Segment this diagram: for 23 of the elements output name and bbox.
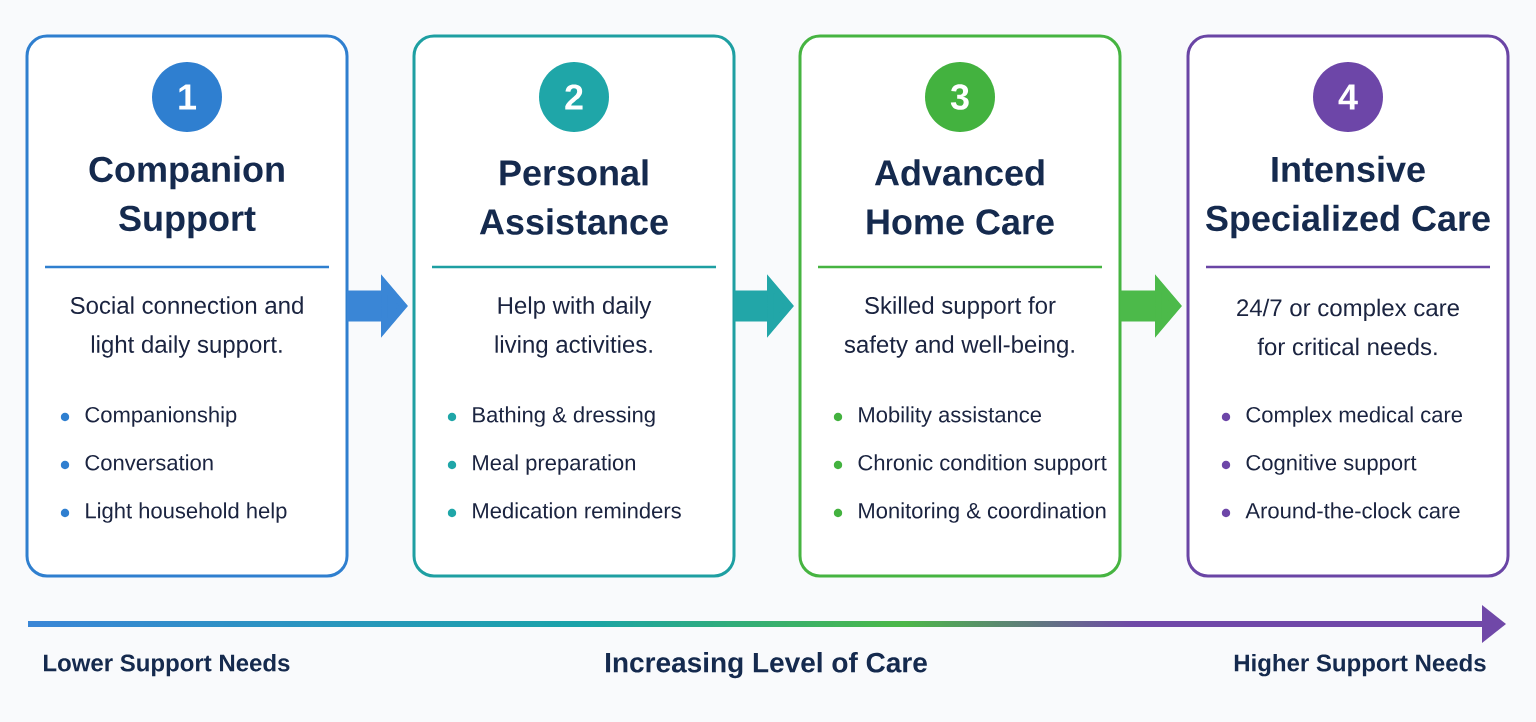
card-description: Skilled support for safety and well-being.	[844, 296, 1074, 358]
card-title: Intensive Specialized Care	[1206, 155, 1490, 239]
list-item: Conversation	[85, 454, 213, 471]
list-item: Around-the-clock care	[1245, 502, 1460, 519]
card-title: Advanced Home Care	[867, 159, 1054, 235]
list-item: Bathing & dressing	[473, 406, 655, 427]
axis-label: Increasing Level of Care	[606, 652, 927, 679]
card-description: Social connection and light daily support.	[70, 296, 303, 358]
axis-label: Higher Support Needs	[1234, 653, 1486, 677]
list-item: Monitoring & coordination	[859, 502, 1106, 523]
card-title: Companion Support	[89, 155, 284, 239]
card-description: Help with daily living activities.	[495, 296, 652, 358]
list-item: Companionship	[85, 406, 237, 427]
list-item: Mobility assistance	[859, 406, 1041, 427]
list-item: Complex medical care	[1246, 406, 1462, 427]
list-item: Meal preparation	[473, 454, 635, 475]
list-item: Light household help	[86, 502, 287, 523]
list-item: Medication reminders	[473, 502, 681, 519]
card-description: 24/7 or complex care for critical needs.	[1237, 298, 1459, 356]
axis-label: Lower Support Needs	[44, 653, 290, 677]
list-item: Cognitive support	[1246, 454, 1417, 475]
card-title: Personal Assistance	[479, 159, 668, 235]
list-item: Chronic condition support	[858, 454, 1107, 475]
